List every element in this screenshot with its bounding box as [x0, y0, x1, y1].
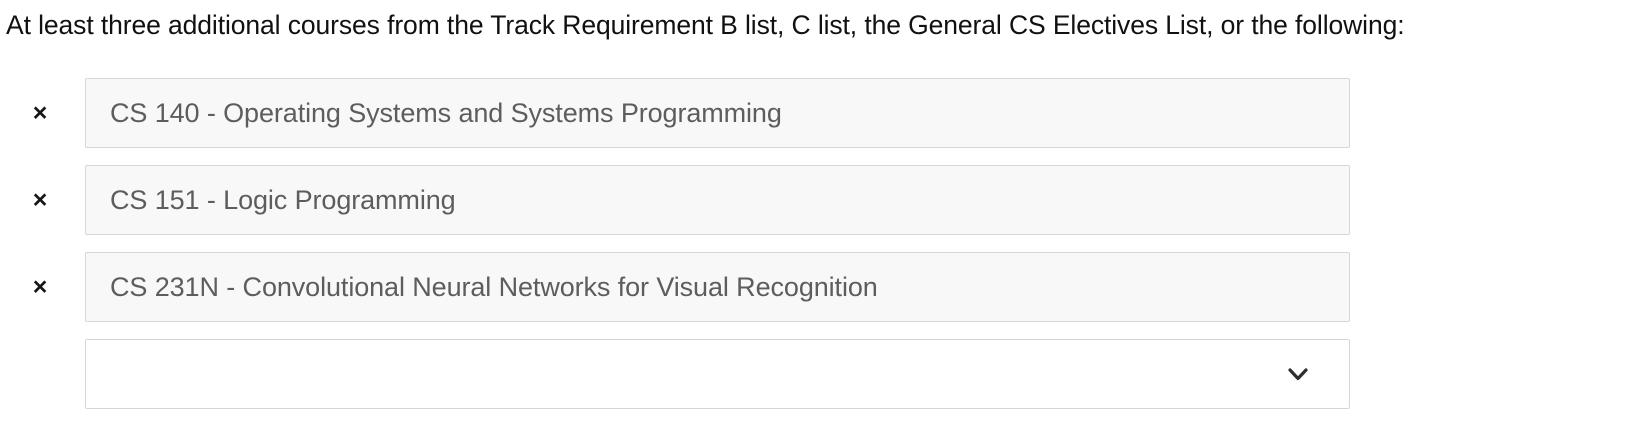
course-field[interactable]: CS 140 - Operating Systems and Systems P… [85, 78, 1350, 148]
remove-course-button[interactable]: × [26, 78, 54, 148]
requirement-heading: At least three additional courses from t… [6, 10, 1405, 40]
course-field-value: CS 231N - Convolutional Neural Networks … [110, 272, 878, 302]
course-field-value: CS 151 - Logic Programming [110, 185, 456, 215]
course-field[interactable]: CS 151 - Logic Programming [85, 165, 1350, 235]
course-field-value: CS 140 - Operating Systems and Systems P… [110, 98, 782, 128]
selected-courses-list: × CS 140 - Operating Systems and Systems… [0, 78, 1638, 409]
add-course-select[interactable] [85, 339, 1350, 409]
course-field[interactable]: CS 231N - Convolutional Neural Networks … [85, 252, 1350, 322]
course-row: × CS 231N - Convolutional Neural Network… [0, 252, 1638, 322]
course-row: × CS 140 - Operating Systems and Systems… [0, 78, 1638, 148]
remove-course-button[interactable]: × [26, 165, 54, 235]
chevron-down-icon [1285, 361, 1311, 387]
remove-course-button[interactable]: × [26, 252, 54, 322]
course-row: × CS 151 - Logic Programming [0, 165, 1638, 235]
add-course-row [0, 339, 1638, 409]
